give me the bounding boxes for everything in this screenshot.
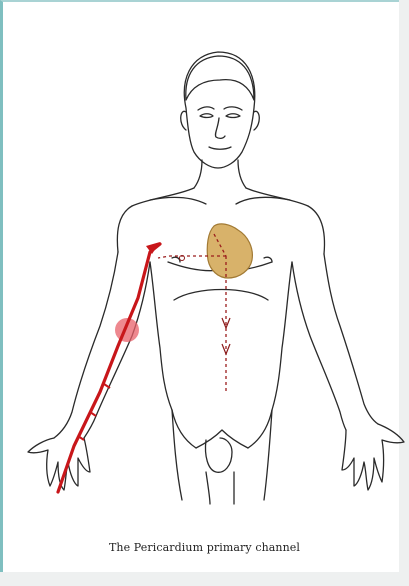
channel-arrowhead bbox=[146, 242, 160, 254]
neck-right bbox=[238, 160, 246, 188]
left-hand bbox=[28, 438, 90, 490]
torso-left bbox=[150, 262, 172, 410]
right-eye bbox=[226, 114, 240, 118]
right-ear bbox=[254, 111, 259, 130]
left-eye bbox=[200, 114, 213, 118]
rib-curve bbox=[174, 290, 268, 301]
mouth bbox=[209, 147, 231, 149]
collar-right bbox=[246, 188, 308, 206]
clavicle-right bbox=[236, 197, 290, 204]
genitals bbox=[205, 438, 232, 472]
groin bbox=[196, 430, 248, 448]
left-leg bbox=[172, 410, 182, 500]
left-shoulder bbox=[117, 206, 132, 252]
channel-arrow bbox=[58, 242, 160, 492]
left-arm-outer bbox=[54, 252, 118, 438]
right-nipple bbox=[264, 257, 272, 262]
left-ear bbox=[181, 111, 186, 130]
left-eyebrow bbox=[198, 107, 214, 110]
heart-shape bbox=[207, 224, 252, 278]
clavicle-left bbox=[150, 197, 206, 204]
torso-right bbox=[272, 262, 292, 410]
collar-left bbox=[132, 188, 194, 206]
right-hand bbox=[342, 424, 404, 490]
hip-left bbox=[172, 410, 196, 448]
figure-caption: The Pericardium primary channel bbox=[0, 541, 409, 554]
right-arm-outer bbox=[324, 254, 378, 424]
neck-left bbox=[194, 160, 202, 188]
right-eyebrow bbox=[224, 107, 242, 110]
hip-right bbox=[248, 410, 272, 448]
nose bbox=[215, 118, 225, 138]
inner-leg-left bbox=[206, 472, 210, 504]
right-arm-inner bbox=[292, 262, 346, 430]
head-outline bbox=[184, 52, 254, 168]
channel-line bbox=[58, 244, 160, 492]
human-body-outline bbox=[28, 52, 404, 504]
left-nipple bbox=[172, 257, 180, 262]
right-shoulder bbox=[308, 206, 324, 254]
